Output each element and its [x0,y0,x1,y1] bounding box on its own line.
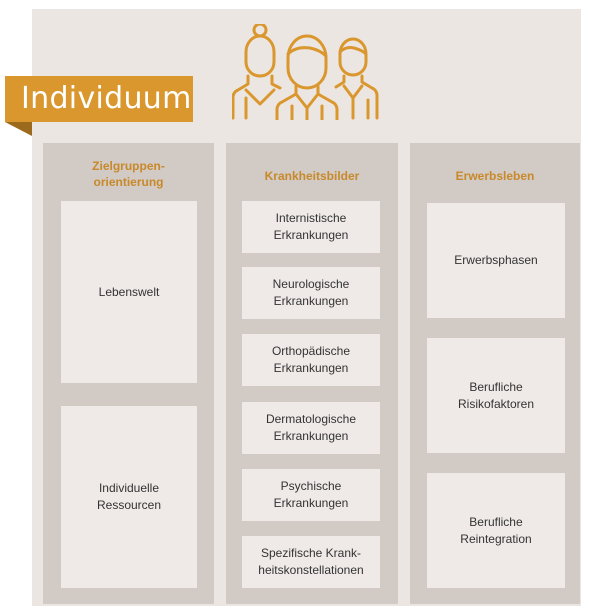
box-lebenswelt: Lebenswelt [61,201,197,383]
box-dermatologische-erkrankungen: Dermatologische Erkrankungen [242,402,380,454]
column-zielgruppenorientierung: Zielgruppen- orientierung Lebenswelt Ind… [43,143,214,604]
box-erwerbsphasen: Erwerbsphasen [427,203,565,318]
box-spezifische-krankheitskonstellationen: Spezifische Krank- heitskonstellationen [242,536,380,588]
box-internistische-erkrankungen: Internistische Erkrankungen [242,201,380,253]
box-individuelle-ressourcen: Individuelle Ressourcen [61,406,197,588]
column-erwerbsleben: Erwerbsleben Erwerbsphasen Berufliche Ri… [410,143,580,604]
box-neurologische-erkrankungen: Neurologische Erkrankungen [242,267,380,319]
column-heading: Erwerbsleben [455,169,535,183]
title-tab-fold [5,122,32,136]
box-orthopaedische-erkrankungen: Orthopädische Erkrankungen [242,334,380,386]
column-heading: Krankheitsbilder [264,169,360,183]
title-tab: Individuum [5,76,193,122]
people-group-icon [232,24,379,120]
column-krankheitsbilder: Krankheitsbilder Internistische Erkranku… [226,143,398,604]
column-heading: Zielgruppen- orientierung [92,159,165,189]
box-berufliche-reintegration: Berufliche Reintegration [427,473,565,588]
box-psychische-erkrankungen: Psychische Erkrankungen [242,469,380,521]
box-berufliche-risikofaktoren: Berufliche Risikofaktoren [427,338,565,453]
